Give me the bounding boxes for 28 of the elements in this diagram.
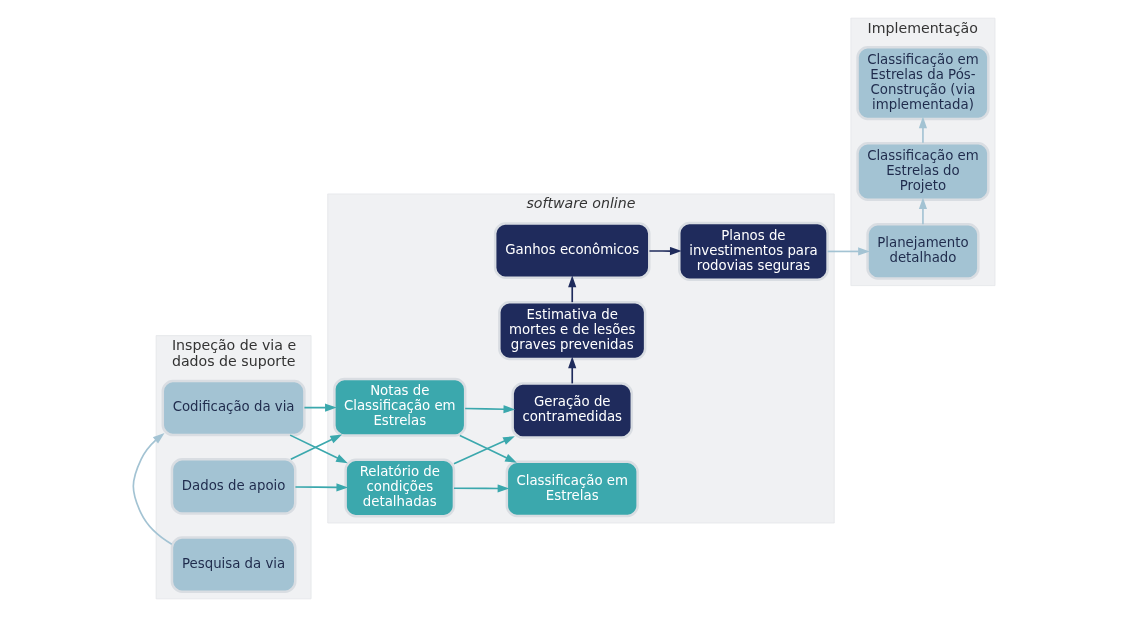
node-box: Relatório de condições detalhadas [343, 458, 455, 518]
arrow [567, 275, 576, 303]
arrow [458, 434, 517, 463]
node-box: Geração de contramedidas [510, 382, 633, 439]
arrow [452, 484, 509, 493]
node-box: Estimativa de mortes e de lesões graves prevenidas [497, 301, 646, 361]
arrow [289, 434, 342, 461]
node-box: Dados de apoio [170, 458, 296, 515]
node-box: Classificação em Estrelas [505, 460, 639, 518]
node-box: Codificação da via [161, 379, 306, 437]
arrow [826, 247, 870, 256]
arrow [132, 432, 173, 546]
node-box: Pesquisa da via [170, 536, 296, 593]
arrow [303, 403, 337, 412]
arrow [463, 405, 515, 414]
arrow [288, 434, 348, 464]
node-box: Classificação em Estrelas da Pós-Construção (via implementada) [855, 46, 990, 121]
node-box: Planejamento detalhado [865, 223, 980, 280]
arrow [918, 197, 927, 226]
node-box: Notas de Classificação em Estrelas [332, 377, 466, 437]
node-box: Classificação em Estrelas do Projeto [855, 141, 990, 202]
arrow [918, 116, 927, 144]
node-box: Ganhos econômicos [493, 222, 651, 279]
arrow [567, 356, 576, 385]
arrow [452, 436, 515, 465]
arrow [648, 246, 682, 256]
arrow [294, 483, 348, 492]
node-box: Planos de investimentos para rodovias seguras [677, 221, 829, 281]
